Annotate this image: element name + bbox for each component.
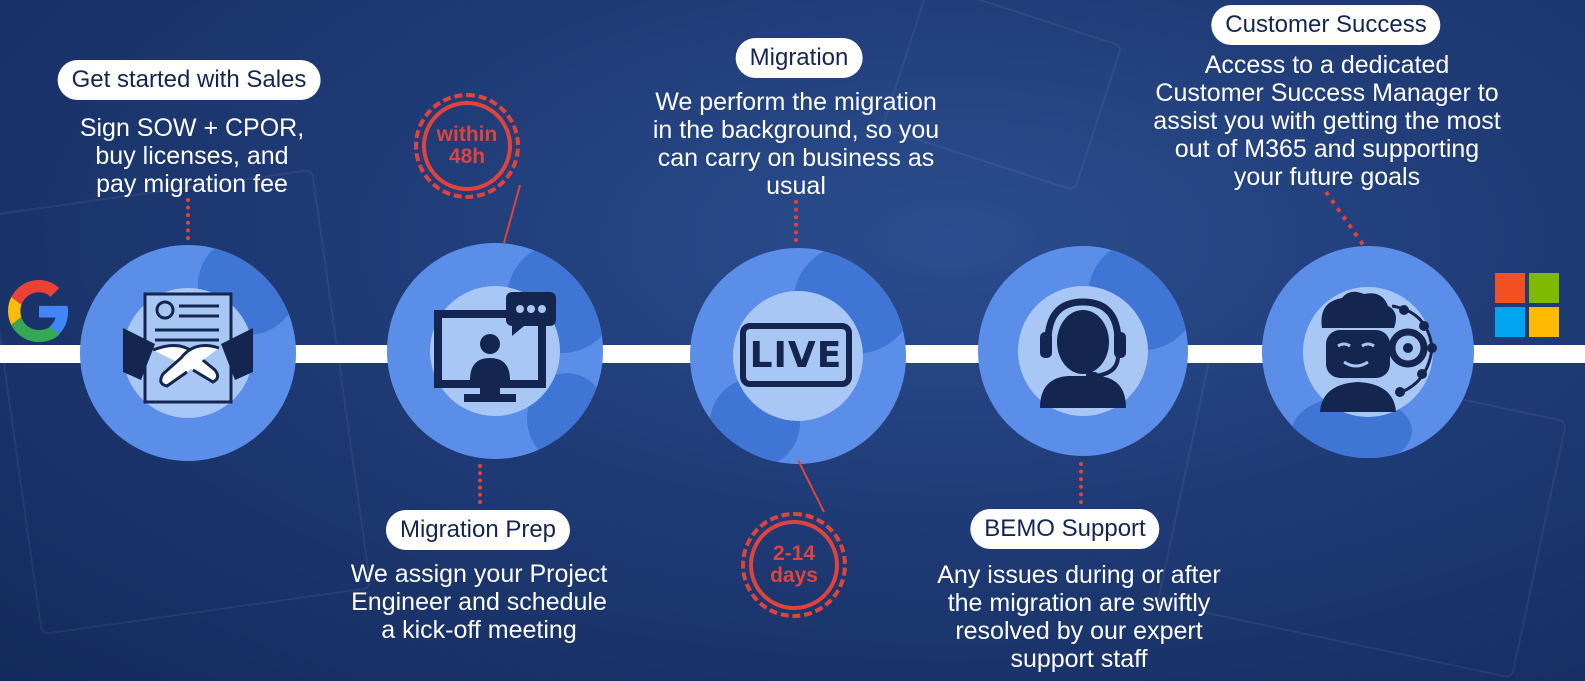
step-1-description-text: Sign SOW + CPOR, buy licenses, and pay m… <box>79 114 305 198</box>
step-1-title: Get started with Sales <box>57 60 321 100</box>
migration-badge-connector <box>797 460 825 513</box>
step-3-title: Migration <box>735 38 863 78</box>
step-2-description: We assign your Project Engineer and sche… <box>319 560 639 644</box>
step-5-connector <box>1324 190 1366 248</box>
migration-time-badge-ring <box>741 512 847 618</box>
prep-time-badge: within 48h <box>414 93 520 199</box>
headset-support-icon <box>1040 298 1126 408</box>
step-3-circle-inner <box>733 291 863 421</box>
step-2-description-text: We assign your Project Engineer and sche… <box>350 560 608 644</box>
microsoft-logo-red-square <box>1495 273 1525 303</box>
step-5-description: Access to a dedicated Customer Success M… <box>1127 51 1527 191</box>
step-2-connector <box>478 464 482 504</box>
handshake-contract-icon <box>123 292 253 404</box>
live-icon-text: LIVE <box>749 334 843 376</box>
step-4-description-text: Any issues during or after the migration… <box>937 561 1221 673</box>
prep-badge-connector <box>503 185 521 244</box>
step-4-connector <box>1079 462 1083 504</box>
step-1-connector <box>186 198 190 240</box>
google-logo <box>8 280 69 342</box>
microsoft-logo <box>1495 273 1559 337</box>
step-5-description-text: Access to a dedicated Customer Success M… <box>1153 51 1501 191</box>
microsoft-logo-blue-square <box>1495 307 1525 337</box>
brain-gears-icon <box>1320 291 1437 412</box>
step-4-title: BEMO Support <box>970 509 1160 549</box>
microsoft-logo-green-square <box>1529 273 1559 303</box>
step-5-title: Customer Success <box>1211 5 1441 45</box>
video-call-monitor-icon <box>434 292 556 402</box>
step-3-description: We perform the migration in the backgrou… <box>626 88 966 200</box>
prep-time-badge-ring <box>414 93 520 199</box>
step-1-description: Sign SOW + CPOR, buy licenses, and pay m… <box>42 114 342 198</box>
step-3-connector <box>794 200 798 242</box>
microsoft-logo-yellow-square <box>1529 307 1559 337</box>
prep-time-badge-text: within 48h <box>436 123 498 168</box>
step-2-title: Migration Prep <box>385 510 571 550</box>
live-icon: LIVE <box>740 323 852 387</box>
migration-time-badge-text: 2-14 days <box>770 542 818 587</box>
step-4-description: Any issues during or after the migration… <box>899 561 1259 673</box>
migration-time-badge: 2-14 days <box>741 512 847 618</box>
step-3-circle <box>690 248 906 464</box>
step-3-description-text: We perform the migration in the backgrou… <box>652 88 940 200</box>
